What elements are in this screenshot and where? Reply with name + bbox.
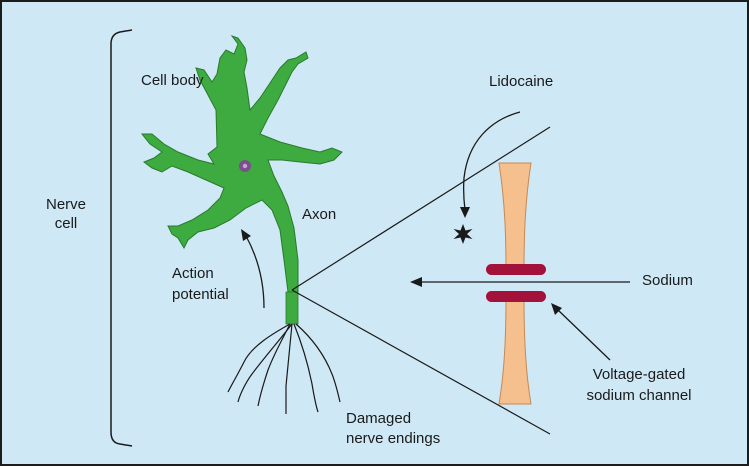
sodium-channel xyxy=(486,163,546,404)
sodium-label: Sodium xyxy=(642,271,693,290)
nerve-cell-bracket xyxy=(111,30,132,446)
channel-label-line2: sodium channel xyxy=(576,386,702,405)
lidocaine-label: Lidocaine xyxy=(489,72,553,91)
axon-label: Axon xyxy=(302,205,336,224)
cell-body-label: Cell body xyxy=(141,71,204,90)
axon xyxy=(286,292,298,324)
channel-pointer-arrow xyxy=(551,303,610,360)
channel-lower-half xyxy=(499,294,531,404)
action-potential-label-line2: potential xyxy=(172,285,229,304)
damaged-endings-label-line1: Damaged xyxy=(346,409,411,428)
channel-gate-upper xyxy=(486,264,546,275)
nerve-cell-label-line1: Nerve xyxy=(42,195,90,214)
action-potential-arrow xyxy=(241,229,264,308)
action-potential-label-line1: Action xyxy=(172,264,214,283)
channel-gate-lower xyxy=(486,291,546,302)
nerve-cell-label-line2: cell xyxy=(42,214,90,233)
sodium-arrow xyxy=(410,277,630,287)
neuron-nucleolus xyxy=(243,164,247,168)
lidocaine-molecule-icon xyxy=(454,224,473,244)
channel-upper-half xyxy=(499,163,531,272)
channel-label-line1: Voltage-gated xyxy=(576,365,702,384)
damaged-endings-label-line2: nerve endings xyxy=(346,429,440,448)
damaged-nerve-endings xyxy=(228,324,340,414)
